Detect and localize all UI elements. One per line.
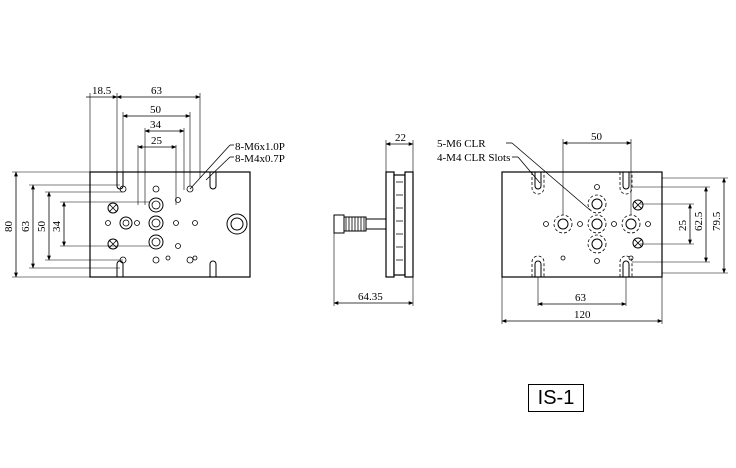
side-plate-left bbox=[385, 171, 395, 278]
top-adjust-knob bbox=[226, 213, 248, 235]
top-dims-vertical: 80 63 50 34 bbox=[3, 171, 150, 278]
top-view: 18.5 63 50 34 25 80 63 50 34 bbox=[3, 85, 285, 278]
bottom-callouts: 5-M6 CLR 4-M4 CLR Slots bbox=[437, 138, 591, 211]
dim-25: 25 bbox=[151, 135, 163, 147]
bottom-view: 5-M6 CLR 4-M4 CLR Slots 50 63 120 25 62.… bbox=[437, 131, 728, 324]
top-dims-horizontal: 18.5 63 50 34 25 bbox=[86, 85, 201, 205]
dim-63: 63 bbox=[151, 85, 163, 97]
dim-length: 64.35 bbox=[358, 291, 383, 303]
dim-thickness: 22 bbox=[395, 132, 406, 144]
callout-m4-slots: 4-M4 CLR Slots bbox=[437, 152, 510, 164]
slot-bottom-right bbox=[209, 260, 217, 277]
dim-b120: 120 bbox=[574, 309, 591, 321]
dim-v50: 50 bbox=[36, 221, 48, 233]
model-label: IS-1 bbox=[537, 386, 575, 409]
top-callouts: 8-M6x1.0P 8-M4x0.7P bbox=[189, 141, 285, 190]
side-micrometer bbox=[333, 214, 387, 234]
bottom-plate-outline bbox=[501, 171, 663, 278]
dim-34: 34 bbox=[150, 119, 162, 131]
callout-m6-clr: 5-M6 CLR bbox=[437, 138, 486, 150]
dim-b25: 25 bbox=[677, 220, 689, 232]
side-view: 22 64.35 bbox=[333, 132, 414, 306]
bottom-slots bbox=[531, 172, 633, 277]
dim-50: 50 bbox=[150, 104, 162, 116]
bottom-center-holes bbox=[553, 194, 641, 254]
slot-top-right bbox=[209, 172, 217, 190]
dim-80: 80 bbox=[3, 221, 15, 233]
dim-b50: 50 bbox=[591, 131, 603, 143]
dim-v63: 63 bbox=[20, 221, 32, 233]
dim-b79-5: 79.5 bbox=[711, 211, 723, 231]
dim-offset: 18.5 bbox=[92, 85, 112, 97]
top-center-holes bbox=[119, 197, 164, 250]
top-plate-outline bbox=[89, 171, 251, 278]
bottom-screw-heads bbox=[632, 199, 644, 249]
dim-b62-5: 62.5 bbox=[693, 211, 705, 231]
side-plate-right bbox=[404, 171, 414, 278]
bottom-small-holes bbox=[543, 184, 651, 264]
model-label-box: IS-1 bbox=[528, 384, 584, 412]
callout-m6: 8-M6x1.0P bbox=[235, 141, 285, 153]
callout-m4: 8-M4x0.7P bbox=[235, 153, 285, 165]
dim-b63: 63 bbox=[575, 292, 587, 304]
top-screw-heads bbox=[107, 202, 119, 250]
dim-v34: 34 bbox=[51, 221, 63, 233]
